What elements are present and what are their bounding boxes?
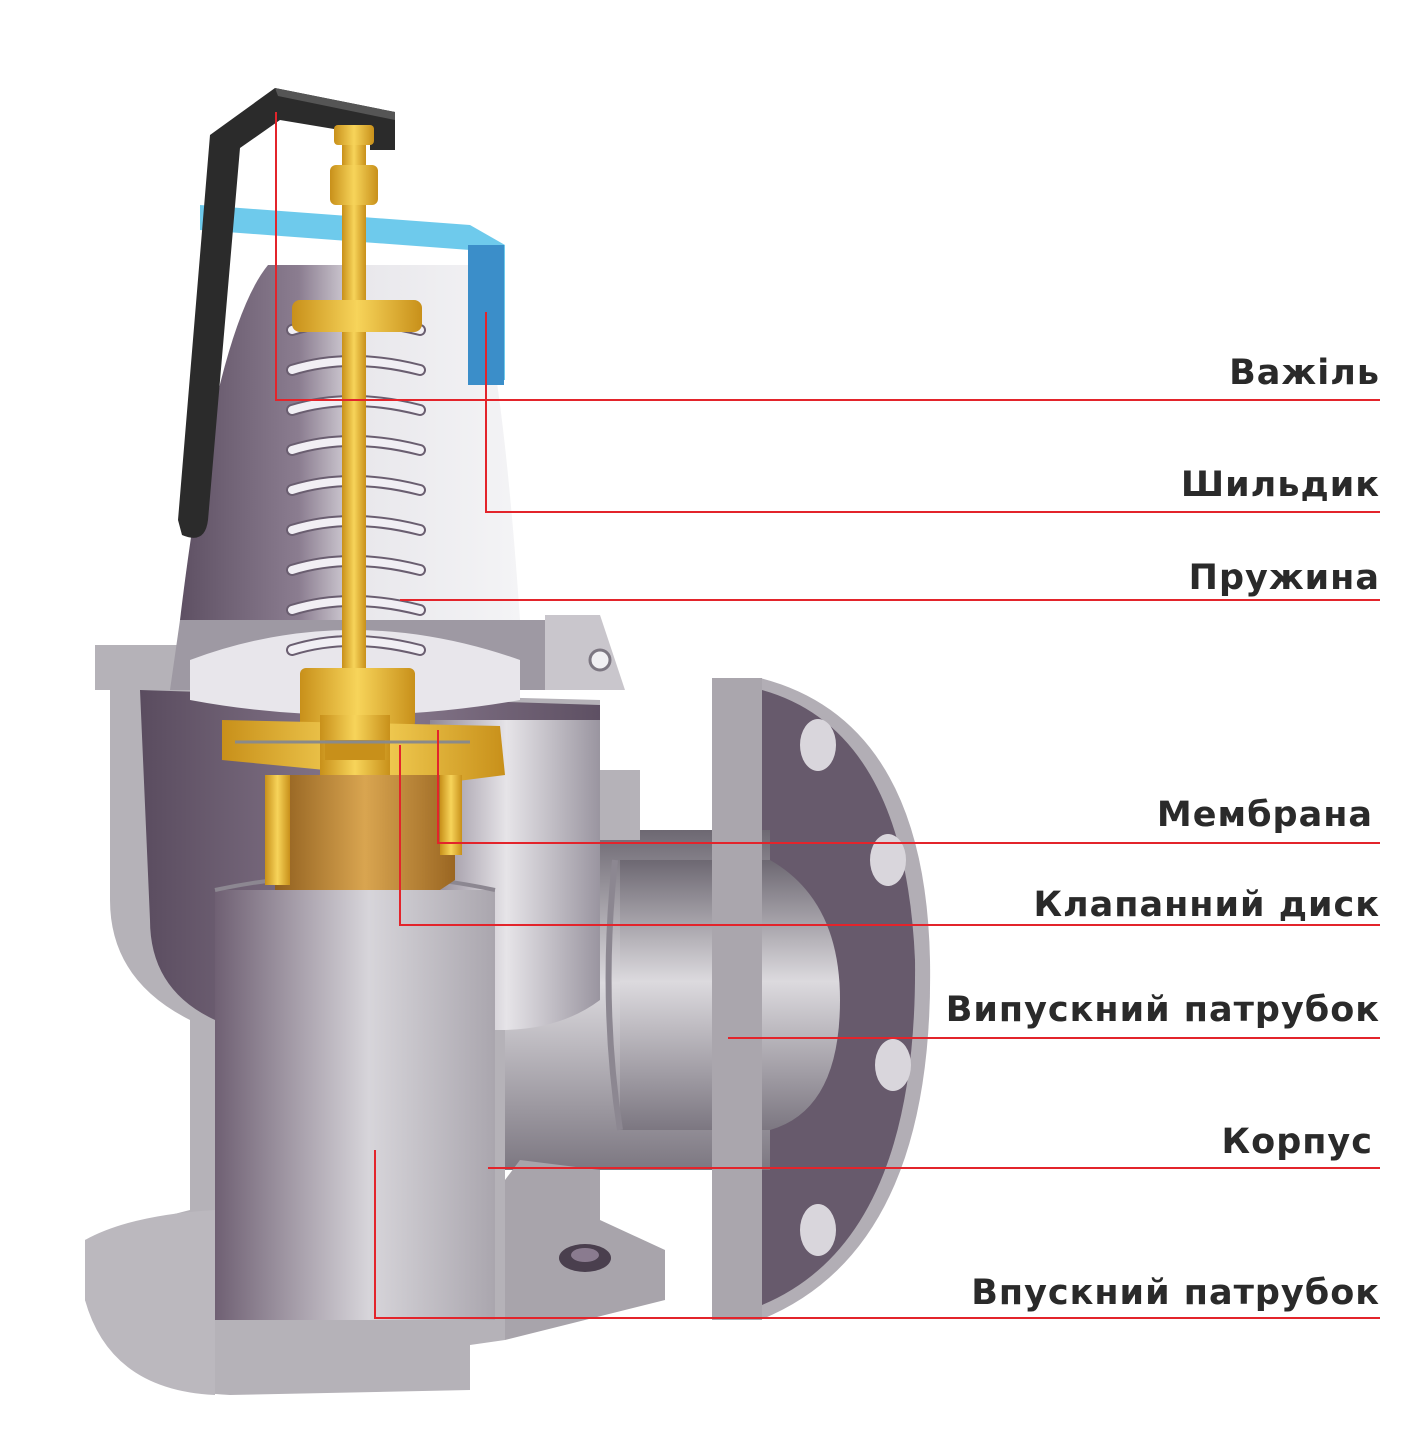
label-lever: Важіль: [1229, 353, 1380, 393]
leader-nameplate: [485, 312, 1380, 513]
stem-graphic: [292, 125, 422, 740]
valve-disc-graphic: [222, 715, 505, 782]
leader-valve-disc: [399, 745, 1380, 926]
label-spring: Пружина: [1188, 558, 1380, 598]
leader-lines: [275, 112, 1380, 1319]
valve-body: [85, 645, 665, 1395]
leader-inlet: [374, 1150, 1380, 1319]
label-membrane: Мембрана: [1156, 795, 1373, 835]
nozzle-graphic: [265, 775, 462, 890]
label-outlet: Випускний патрубок: [945, 990, 1380, 1030]
lever-graphic: [178, 88, 395, 538]
outlet-pipe: [500, 678, 840, 1320]
label-inlet: Впускний патрубок: [971, 1273, 1380, 1313]
label-nameplate: Шильдик: [1180, 465, 1380, 505]
label-body: Корпус: [1221, 1122, 1373, 1162]
leader-membrane: [437, 730, 1380, 844]
label-valve-disc: Клапанний диск: [1033, 885, 1380, 925]
leader-lever: [275, 112, 1380, 401]
